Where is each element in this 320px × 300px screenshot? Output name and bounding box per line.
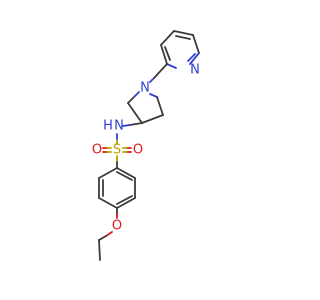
bond [189, 52, 200, 65]
bond [166, 63, 177, 69]
atom-label-pyridine-n: N [190, 63, 200, 78]
bond [192, 34, 200, 54]
bond [98, 235, 107, 241]
atom-label-ether-o: O [112, 219, 122, 234]
bond [175, 35, 191, 40]
atom-label-sulfur: S [113, 143, 121, 158]
bond [116, 197, 136, 209]
atom-label-amide-n: N [114, 119, 124, 134]
bond [160, 44, 168, 65]
bond [122, 124, 131, 127]
bond [141, 114, 164, 124]
atom-label-amide-h: H [103, 119, 113, 134]
bond [129, 122, 143, 126]
bond [116, 167, 136, 179]
bond [160, 30, 175, 46]
bond [127, 102, 143, 124]
bond [173, 30, 194, 36]
bond [153, 63, 168, 79]
bond [98, 239, 101, 261]
bond [164, 46, 171, 61]
atom-label-pyrrolidine-n: N [140, 81, 150, 96]
bond [149, 77, 155, 83]
structure-canvas: N N N H S O O O [92, 30, 200, 261]
pyridine-ring [160, 30, 200, 69]
pyrrolidine-ring [127, 91, 164, 124]
bond [98, 197, 118, 209]
bond [187, 53, 196, 62]
benzene-ring [98, 167, 136, 209]
bond [132, 91, 140, 99]
bond [116, 195, 133, 205]
bond [149, 93, 158, 98]
atom-label-sulfonyl-o-left: O [92, 143, 102, 158]
bond [116, 171, 133, 181]
bond [156, 96, 164, 116]
molecule-drawing: N N N H S O O O [92, 30, 200, 261]
bond [127, 97, 134, 104]
bond [98, 167, 118, 179]
bond [105, 231, 113, 237]
atom-label-sulfonyl-o-right: O [133, 143, 143, 158]
